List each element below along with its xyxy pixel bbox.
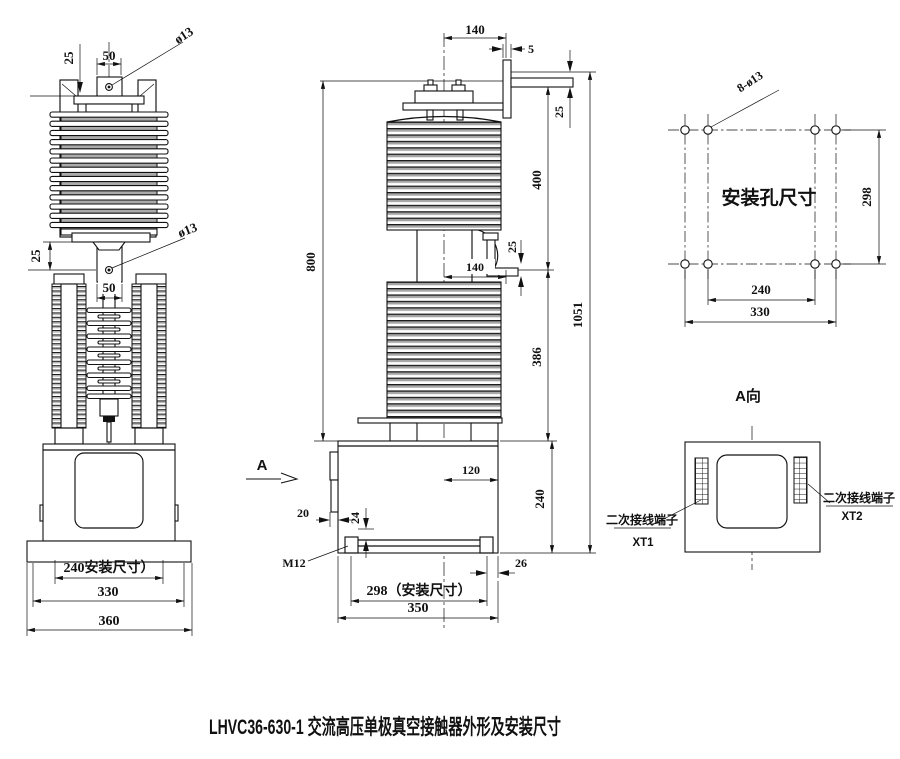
side-foot-left — [344, 536, 359, 554]
mounting-hole — [680, 259, 690, 269]
code-xt1: XT1 — [632, 537, 654, 549]
front-view: 50 25 ø13 25 ø13 50 240安装尺寸） 330 360 — [26, 23, 200, 636]
dim-side-foot: 24 — [348, 512, 362, 524]
side-base-box — [337, 440, 499, 554]
mounting-hole — [831, 259, 841, 269]
mounting-hole — [831, 125, 841, 135]
side-view: 140 5 25 400 386 240 1051 800 140 25 120 — [246, 22, 596, 630]
dim-side-foot-offset: 26 — [515, 556, 527, 570]
dim-front-mid-offset: 25 — [28, 249, 43, 263]
front-base-window — [74, 452, 144, 529]
dim-side-lower-insulator: 386 — [529, 347, 544, 367]
a-view-window — [716, 454, 788, 529]
dim-front-mid-width: 50 — [103, 280, 116, 295]
dim-front-top-offset: 25 — [61, 51, 76, 65]
label-hole-callout: 8-ø13 — [734, 68, 765, 95]
dim-front-top-hole: ø13 — [171, 23, 196, 46]
dim-side-box-top: 120 — [462, 463, 480, 477]
side-upper-insulator — [386, 121, 502, 231]
mounting-hole — [703, 259, 713, 269]
cap-bolt-right — [451, 84, 466, 92]
dim-side-box-height: 240 — [532, 489, 547, 509]
dim-holes-outer-width: 330 — [750, 304, 770, 319]
front-disc-stack — [86, 281, 132, 443]
dim-holes-height: 298 — [859, 187, 874, 207]
front-base-flange — [26, 540, 192, 563]
terminal-block-xt2 — [793, 456, 808, 504]
label-bolt-m12: M12 — [282, 556, 305, 570]
dim-holes-inner-width: 240 — [751, 282, 771, 297]
dim-side-upper-insulator: 400 — [529, 170, 544, 190]
mounting-hole — [703, 125, 713, 135]
a-direction-view: A向 二次接线端子 XT1 二次接线端子 XT2 — [606, 387, 895, 570]
label-mounting-holes: 安装孔尺寸 — [721, 186, 816, 209]
label-xt2: 二次接线端子 — [823, 490, 895, 505]
cap-bolt-left — [423, 84, 438, 92]
mounting-hole-view: 8-ø13 安装孔尺寸 298 240 330 — [668, 68, 886, 327]
side-foot-right — [479, 536, 494, 554]
mounting-hole — [810, 125, 820, 135]
dim-front-base: 360 — [99, 614, 120, 629]
dim-side-bracket-thickness: 5 — [528, 42, 534, 56]
dim-front-flange: 330 — [98, 585, 119, 600]
mounting-hole — [680, 125, 690, 135]
top-bracket-plate — [502, 59, 512, 119]
code-xt2: XT2 — [841, 511, 862, 523]
dim-side-rail: 20 — [297, 506, 309, 520]
dim-side-base-width: 350 — [408, 601, 429, 616]
dim-side-mounting: 298（安装尺寸） — [367, 582, 472, 599]
side-lower-insulator — [386, 281, 502, 419]
dim-side-mid-bracket-offset: 140 — [466, 260, 484, 274]
drawing-title: LHVC36-630-1 交流高压单极真空接触器外形及安装尺寸 — [209, 715, 561, 739]
dim-side-body-height: 800 — [303, 252, 318, 272]
dim-front-mounting: 240安装尺寸） — [64, 559, 155, 576]
dim-side-total-height: 1051 — [570, 302, 585, 328]
view-a-arrow-label: A — [257, 457, 268, 474]
dim-side-bracket-offset: 140 — [465, 22, 485, 37]
a-view-title: A向 — [735, 387, 761, 405]
dim-side-bracket-drop: 25 — [552, 106, 566, 118]
terminal-block-xt1 — [694, 457, 709, 505]
front-base-box — [42, 443, 176, 542]
dim-side-mid-bracket-drop: 25 — [505, 241, 519, 253]
top-bracket-arm — [510, 77, 574, 88]
mounting-hole — [810, 259, 820, 269]
front-upper-bellows — [49, 111, 169, 229]
view-a-arrow: A — [246, 457, 299, 484]
dim-front-mid-hole: ø13 — [176, 219, 200, 240]
label-xt1: 二次接线端子 — [606, 512, 678, 527]
dim-front-top-width: 50 — [103, 48, 116, 63]
